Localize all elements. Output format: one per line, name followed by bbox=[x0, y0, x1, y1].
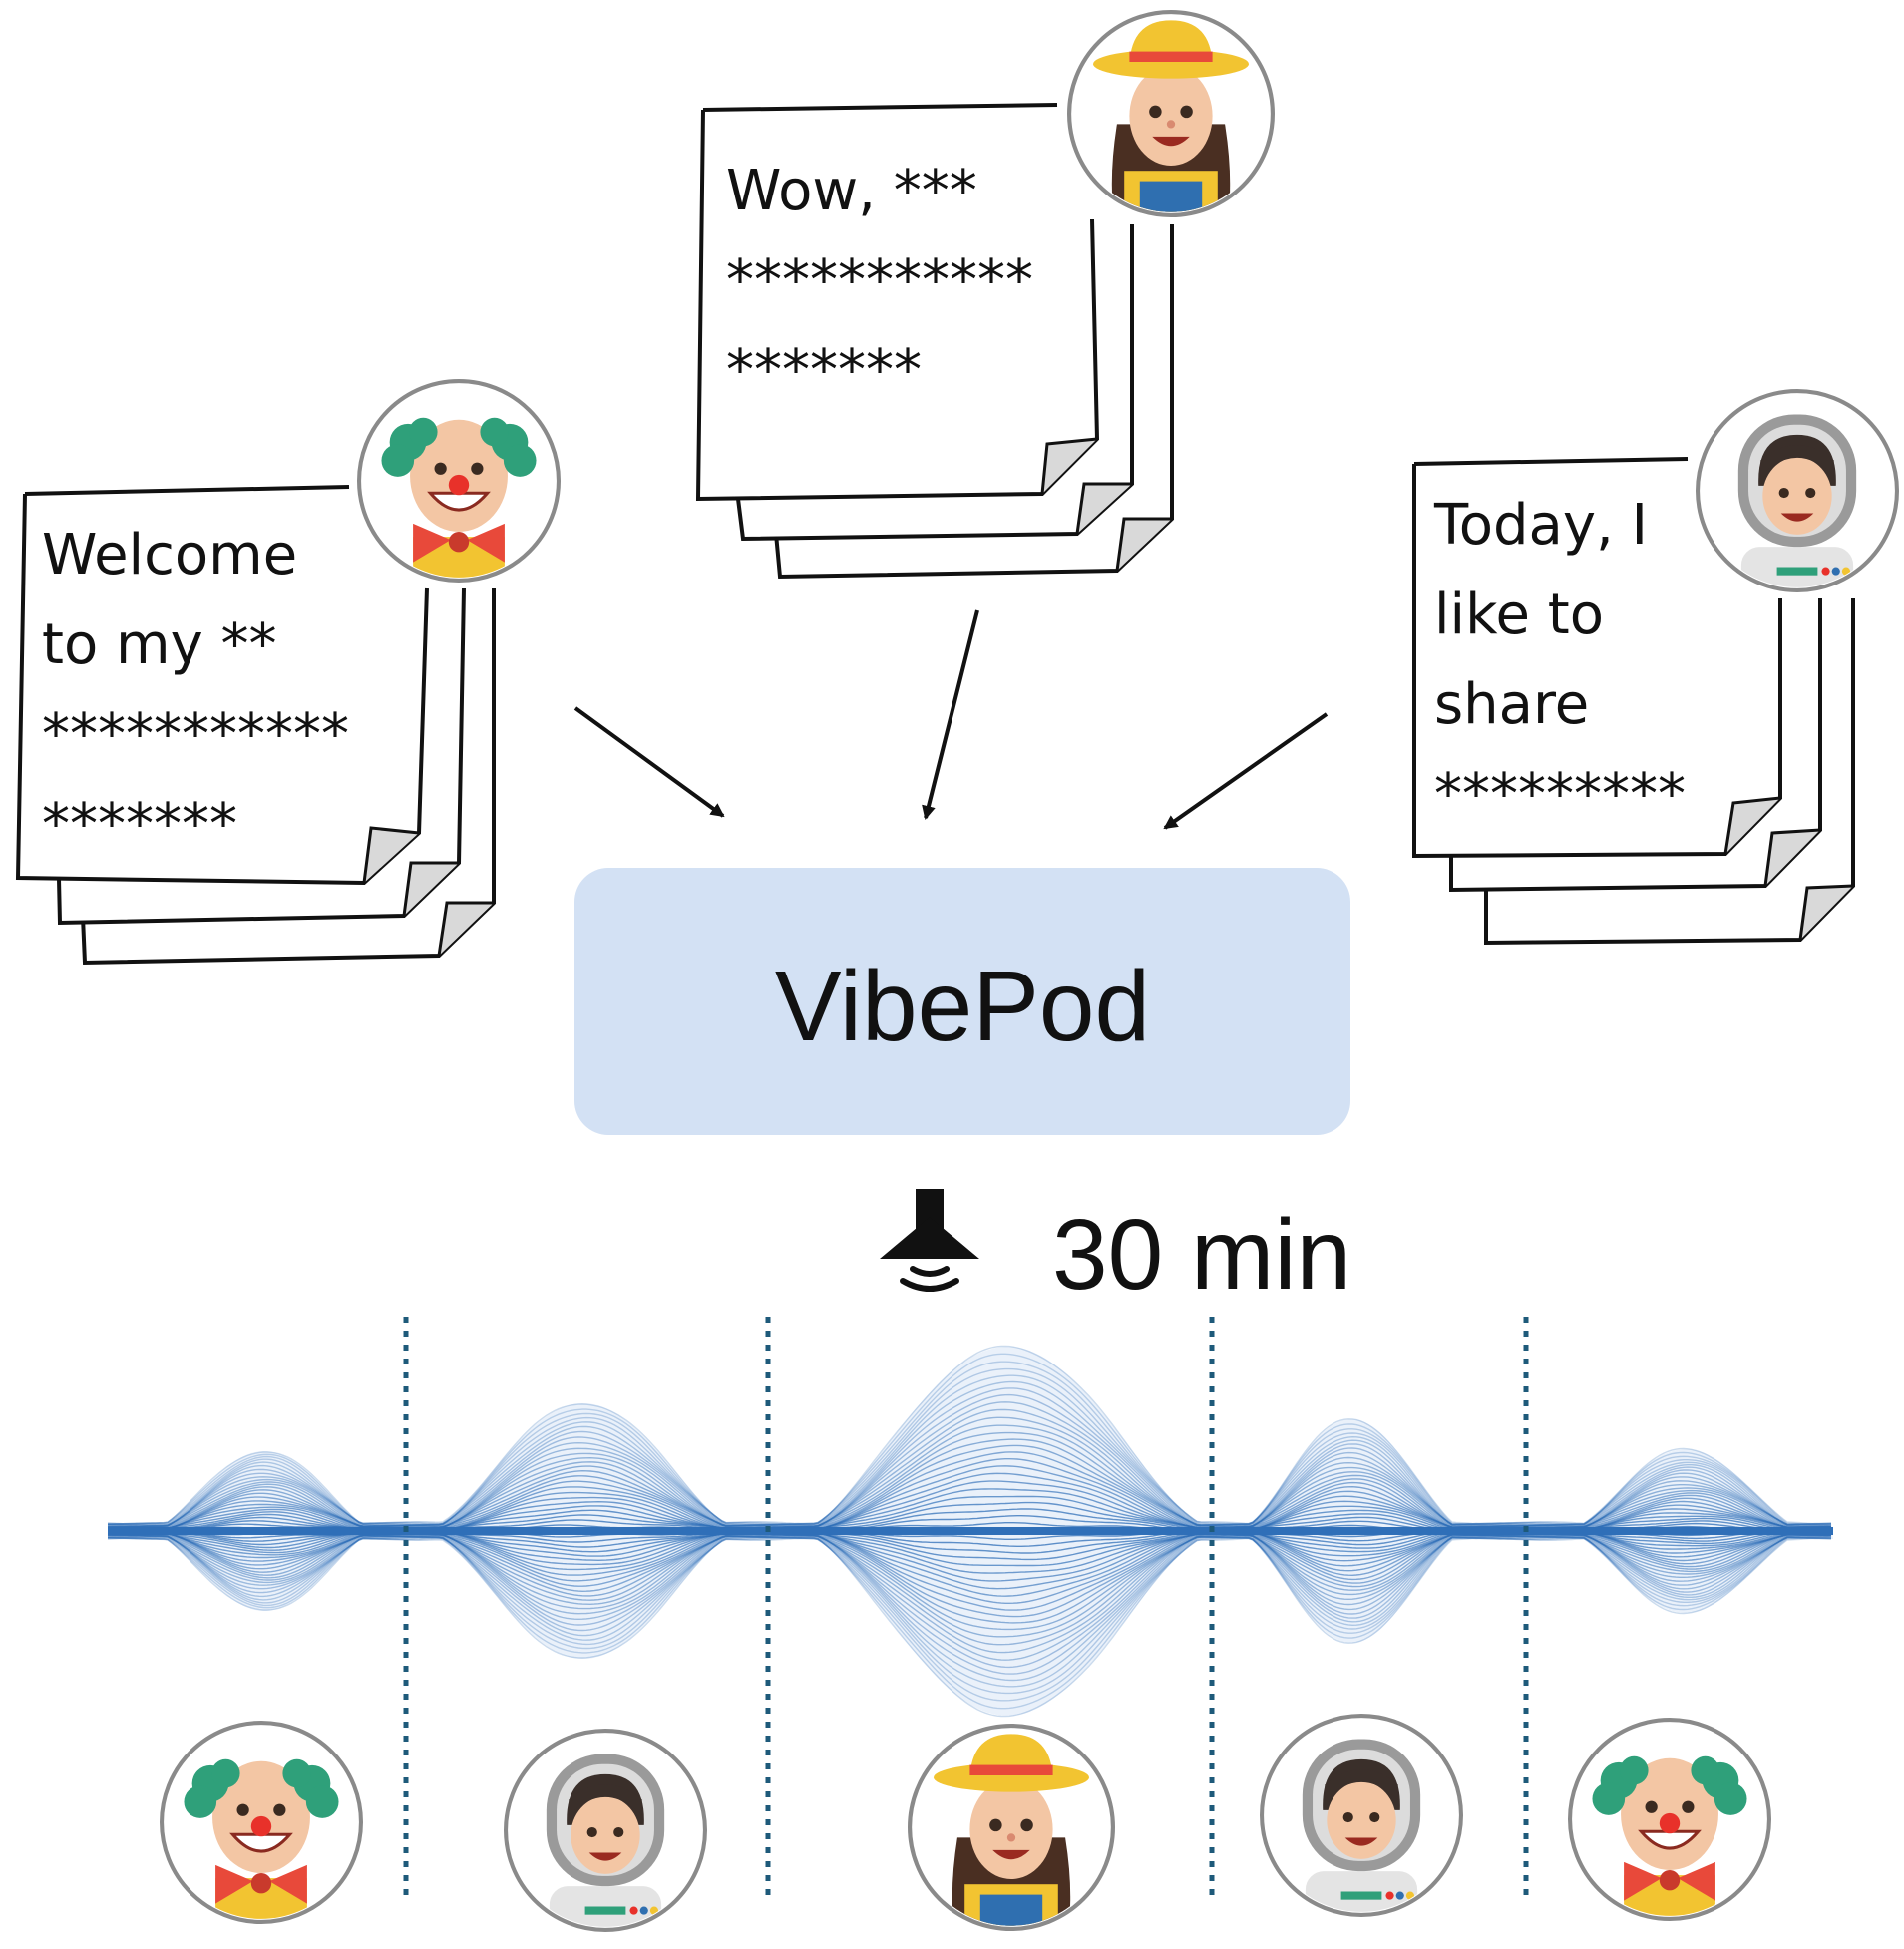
astronaut-avatar-icon bbox=[1698, 391, 1897, 607]
waveform-line bbox=[107, 1536, 1832, 1710]
clown-avatar-icon bbox=[1570, 1720, 1769, 1936]
speaker-icon bbox=[880, 1189, 979, 1292]
waveform-line bbox=[107, 1535, 1832, 1688]
script-line: ********* bbox=[1434, 762, 1686, 827]
script-line: Wow, *** bbox=[726, 159, 977, 223]
script-line: to my ** bbox=[42, 612, 277, 677]
script-stack-clown: Welcome to my ** *********** ******* bbox=[15, 485, 496, 966]
waveform-line bbox=[107, 1374, 1832, 1527]
vibepod-title: VibePod bbox=[775, 951, 1150, 1062]
arrow-farmer-to-vibepod bbox=[922, 609, 979, 820]
script-stack-astronaut: Today, I like to share ********* bbox=[1412, 457, 1855, 946]
arrow-clown-to-vibepod bbox=[573, 706, 725, 818]
waveform-line bbox=[107, 1367, 1832, 1526]
waveform-line bbox=[107, 1536, 1832, 1695]
waveform-line bbox=[107, 1345, 1832, 1525]
clown-avatar-icon bbox=[359, 381, 559, 597]
script-line: *********** bbox=[42, 702, 349, 767]
script-line: Today, I bbox=[1433, 493, 1648, 558]
vibepod-box: VibePod bbox=[574, 868, 1350, 1135]
astronaut-avatar-icon bbox=[506, 1731, 705, 1947]
astronaut-avatar-icon bbox=[1262, 1716, 1461, 1932]
waveform-line bbox=[107, 1361, 1832, 1526]
script-line: ******* bbox=[726, 338, 922, 403]
script-line: share bbox=[1434, 672, 1589, 737]
script-line: like to bbox=[1434, 583, 1604, 647]
duration-label: 30 min bbox=[1052, 1199, 1351, 1311]
script-stack-farmer: Wow, *** *********** ******* bbox=[695, 103, 1174, 580]
waveform-line bbox=[107, 1537, 1832, 1718]
script-line: ******* bbox=[42, 792, 237, 857]
script-line: *********** bbox=[726, 248, 1033, 313]
waveform-line bbox=[107, 1353, 1832, 1526]
arrow-astronaut-to-vibepod bbox=[1163, 712, 1329, 830]
clown-avatar-icon bbox=[162, 1723, 361, 1939]
farmer-avatar-icon bbox=[910, 1726, 1113, 1947]
waveform-line bbox=[107, 1536, 1832, 1702]
audio-waveform bbox=[107, 1345, 1833, 1718]
farmer-avatar-icon bbox=[1069, 12, 1273, 233]
script-line: Welcome bbox=[42, 523, 297, 587]
